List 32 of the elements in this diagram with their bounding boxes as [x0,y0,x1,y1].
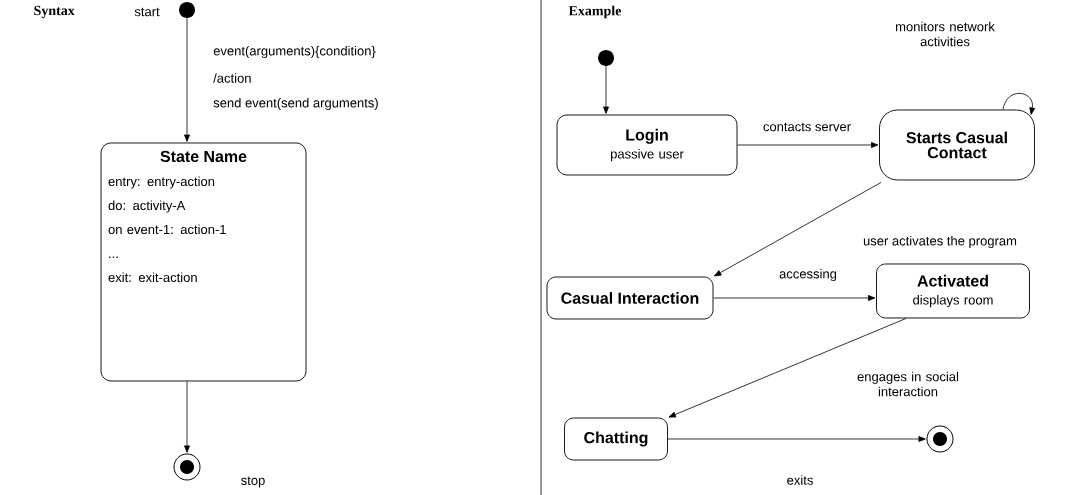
edge-label: exits [785,474,815,486]
initial-state-dot [598,50,614,66]
state-box: Starts Casual Contact [879,109,1035,181]
transition-arrow [184,17,190,142]
state-box: Activated displays room [876,263,1030,319]
transition-text: event(arguments){condition} [213,45,376,59]
state-box: Chatting [564,417,668,461]
transition-arrow [667,436,926,442]
state-caption: start [134,7,160,17]
transition-arrow [714,182,882,277]
transition-text: send event(send arguments) [213,97,378,111]
section-title: Example [568,5,622,19]
state-box: State Name entry: entry-action do: activity-A on event-1: action-1 ... exit: exit-action [100,142,307,382]
transition-arrow [713,295,876,301]
transition-text: /action [213,73,251,83]
edge-label: accessing [778,267,838,283]
state-box: Login passive user [556,114,738,176]
edge-label: engages in social interaction [847,370,969,398]
edge-label: monitors network activities [889,20,1001,48]
edge-label: user activates the program [862,234,1018,250]
transition-arrow [668,318,907,418]
transition-arrow [1002,93,1036,115]
final-state-symbol [926,425,954,453]
edge-label: contacts server [761,121,853,133]
state-box: Casual Interaction [546,276,714,320]
transition-arrow [184,381,190,453]
section-title: Syntax [34,5,75,19]
transition-arrow [737,142,879,148]
initial-state-dot [179,2,195,18]
final-state-symbol [173,453,201,481]
state-caption: stop [241,476,265,488]
transition-arrow [603,65,609,114]
